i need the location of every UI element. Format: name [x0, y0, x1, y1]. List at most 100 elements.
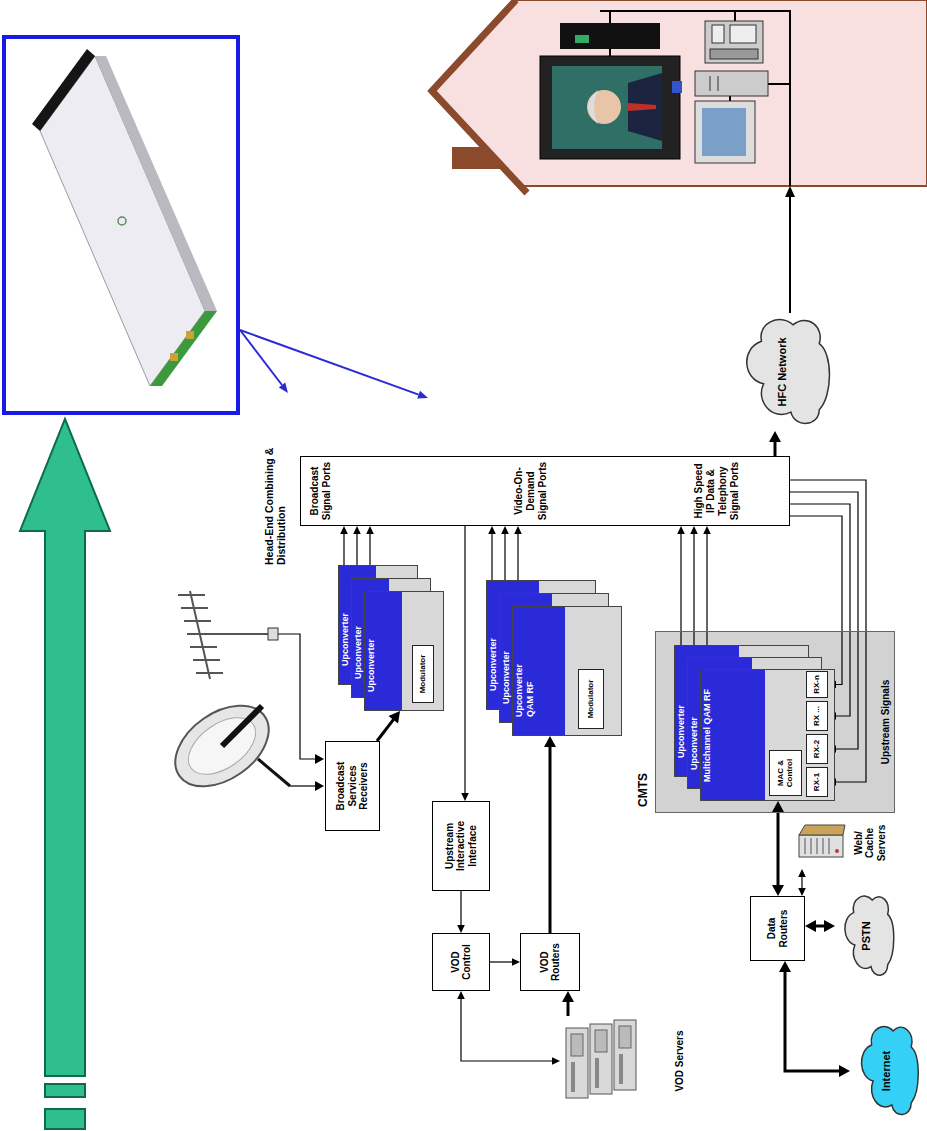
arrowhead — [769, 431, 781, 442]
arrowhead — [512, 958, 520, 966]
network-cloud: PSTN — [835, 891, 897, 981]
arrowhead — [389, 711, 400, 723]
module-photo — [4, 37, 238, 413]
node-label: Upconverter — [501, 598, 512, 704]
arrowhead — [798, 869, 806, 877]
receiver-port: RX-2 — [806, 734, 828, 764]
arrowhead — [457, 991, 465, 999]
computer — [672, 71, 768, 163]
television — [540, 23, 680, 159]
rf-band: Upconverter — [688, 658, 700, 788]
connector-line — [460, 891, 461, 927]
node-label: VOD Routers — [539, 937, 562, 987]
rf-band: Upconverter — [487, 581, 499, 709]
arrowhead — [488, 526, 496, 534]
rf-band: Upconverter — [352, 579, 364, 697]
connector-line — [785, 969, 842, 1071]
arrowhead — [798, 888, 806, 896]
telephone — [705, 21, 763, 63]
server-tower: Web/ Cache Servers — [795, 817, 887, 869]
modulator-box: Modulator — [578, 669, 604, 729]
rf-band: Upconverter — [339, 566, 351, 684]
connector — [488, 526, 496, 580]
group-label: CMTS — [636, 773, 650, 807]
arrowhead — [461, 793, 469, 801]
arrowhead — [562, 991, 574, 1002]
connector — [805, 920, 835, 932]
rf-band: Multichannel QAM RF — [701, 670, 713, 800]
mac-box: MAC & Control — [769, 750, 802, 796]
yagi-antenna — [178, 591, 278, 679]
connector-line — [490, 961, 514, 962]
connector — [769, 431, 781, 456]
arrowhead — [703, 526, 711, 534]
node-label: Upstream Signals — [880, 680, 892, 764]
node-label: Upconverter — [488, 585, 499, 691]
node-label: Multichannel QAM RF — [702, 674, 713, 782]
node-label: Upconverter — [689, 662, 700, 770]
connector-line — [464, 526, 465, 795]
arrowhead — [772, 801, 784, 812]
connector — [677, 526, 685, 645]
connector-line — [377, 717, 395, 741]
connector — [779, 961, 850, 1077]
rf-band: UpconverterQAM RF — [513, 607, 536, 735]
node-label: Internet — [880, 1051, 893, 1091]
node-label: Upconverter — [514, 611, 525, 717]
combiner-box: Head-End Combining & DistributionBroadca… — [300, 456, 790, 526]
feed-lines — [278, 634, 324, 791]
satellite-dish — [160, 689, 290, 803]
arrowhead — [353, 526, 361, 534]
node-label: Web/ Cache Servers — [853, 817, 888, 869]
network-cloud: HFC Network — [730, 313, 835, 431]
arrowhead — [779, 961, 791, 972]
arrowhead — [340, 526, 348, 534]
node-label: RX-1 — [813, 773, 822, 791]
arrowhead — [772, 885, 784, 896]
callout-lines — [240, 330, 428, 398]
node-label: Upconverter — [353, 583, 364, 679]
connector — [461, 526, 469, 801]
node-label: MAC & Control — [777, 752, 795, 794]
upconverter-card: UpconverterModulator — [364, 591, 444, 711]
receiver-port: RX-1 — [806, 767, 828, 797]
node-label: RX ... — [813, 706, 822, 726]
node-label: Upconverter — [366, 596, 377, 692]
connector — [798, 869, 806, 896]
connector — [690, 526, 698, 657]
connector-line — [549, 744, 552, 933]
router-box: Data Routers — [750, 896, 805, 961]
node-label: VOD Control — [450, 937, 473, 987]
arrowhead — [366, 526, 374, 534]
receiver-port: RX-n — [806, 671, 828, 698]
panel-fill — [655, 631, 895, 813]
orientation-arrow — [20, 419, 110, 1129]
node-label: High Speed IP Data & Telephony Signal Po… — [693, 457, 741, 525]
node-label: PSTN — [860, 921, 873, 950]
node-label: Modulator — [587, 680, 596, 719]
connector — [340, 526, 348, 565]
node-label: RX-n — [813, 675, 822, 694]
arrowhead — [552, 1057, 560, 1065]
connector — [457, 891, 465, 933]
connector — [562, 991, 574, 1016]
server-rack: VOD Servers — [560, 1016, 685, 1106]
node-label: Broadcast Services Receivers — [335, 745, 370, 827]
node-label: VOD Servers — [674, 1030, 686, 1091]
connector — [544, 736, 556, 933]
connector-line — [680, 532, 681, 645]
rf-band: Upconverter — [365, 592, 377, 710]
connector-line — [461, 997, 554, 1061]
arrowhead — [690, 526, 698, 534]
rf-band: Upconverter — [500, 594, 512, 722]
arrowhead — [677, 526, 685, 534]
rf-band: Upconverter — [675, 646, 687, 776]
connector — [377, 711, 400, 741]
upconverter-card: UpconverterQAM RF Modulator — [512, 606, 622, 736]
node-label: Upconverter — [340, 570, 351, 666]
arrowhead — [544, 736, 556, 747]
connector — [772, 801, 784, 896]
connector — [457, 991, 560, 1065]
cmts-card: Multichannel QAM RF MAC & ControlRX-1 RX-2… — [700, 669, 835, 801]
